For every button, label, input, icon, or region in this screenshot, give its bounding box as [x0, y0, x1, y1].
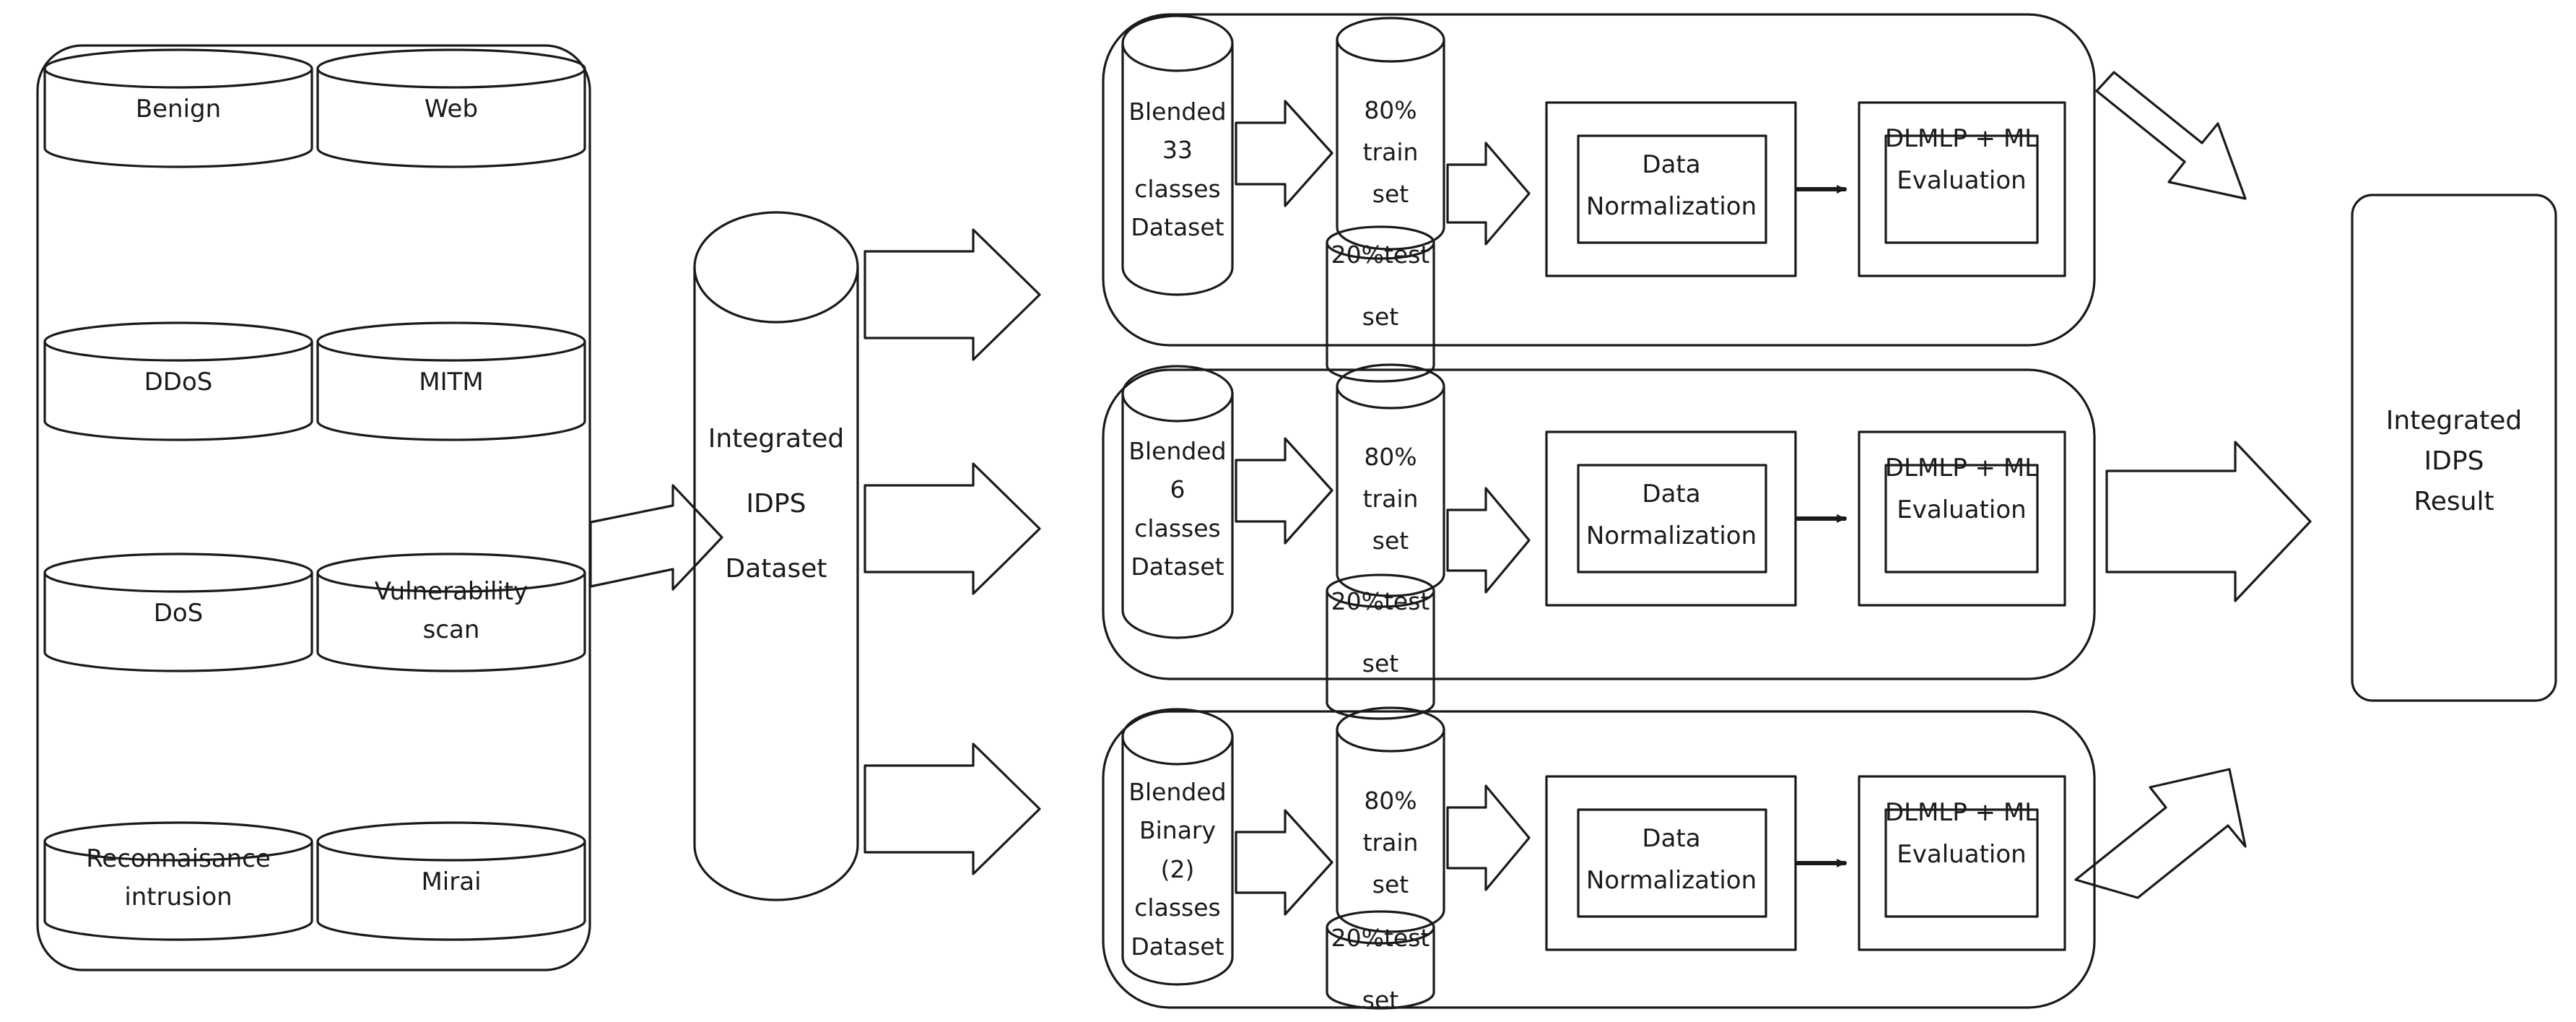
arrow-sources-to-integrated	[589, 484, 723, 591]
pipeline-2-merge-arrow	[1446, 487, 1531, 594]
source-cylinder-mitm	[316, 321, 586, 441]
pipeline-3-test-cylinder	[1326, 910, 1435, 1010]
pipeline-2-evaluation-box	[1858, 430, 2066, 607]
sources-panel-outline	[36, 44, 591, 971]
pipeline-1-merge-arrow	[1446, 142, 1531, 246]
source-cylinder-ddos	[43, 321, 313, 441]
pipeline-3-outline	[1102, 710, 2096, 1009]
arrow-integrated-to-pipeline-1	[863, 228, 1041, 361]
pipeline-1-dataset-cylinder	[1121, 14, 1234, 296]
source-cylinder-dos	[43, 553, 313, 672]
pipeline-3-normalization-box	[1545, 775, 1797, 951]
pipeline-1-split-arrow	[1235, 100, 1333, 207]
source-cylinder-vulnerability-scan	[316, 553, 586, 672]
pipeline-3-split-arrow	[1235, 809, 1333, 916]
arrow-pipeline3-to-result	[2074, 768, 2247, 899]
source-cylinder-reconnaisance-intrusion	[43, 821, 313, 941]
arrow-pipeline2-to-result	[2105, 441, 2312, 602]
pipeline-1-normalization-box	[1545, 101, 1797, 277]
pipeline-1-test-cylinder	[1326, 225, 1435, 383]
source-cylinder-mirai	[316, 821, 586, 941]
pipeline-1-outline	[1102, 13, 2096, 347]
pipeline-1-evaluation-box	[1858, 101, 2066, 277]
integrated-idps-result-box	[2351, 194, 2557, 702]
pipeline-2-split-arrow	[1235, 437, 1333, 545]
pipeline-2-train-cylinder	[1336, 363, 1445, 597]
integrated-idps-dataset-cylinder	[693, 211, 859, 901]
source-cylinder-benign	[43, 48, 313, 168]
pipeline-2-normalization-box	[1545, 430, 1797, 607]
pipeline-3-dataset-cylinder	[1121, 708, 1234, 986]
pipeline-3-merge-arrow	[1446, 784, 1531, 891]
arrow-integrated-to-pipeline-2	[863, 462, 1041, 595]
arrow-pipeline1-to-result	[2095, 71, 2247, 200]
pipeline-2-outline	[1102, 368, 2096, 680]
pipeline-2-dataset-cylinder	[1121, 365, 1234, 639]
arrow-integrated-to-pipeline-3	[863, 742, 1041, 875]
source-cylinder-web	[316, 48, 586, 168]
pipeline-3-train-cylinder	[1336, 706, 1445, 933]
pipeline-3-evaluation-box	[1858, 775, 2066, 951]
pipeline-1-train-cylinder	[1336, 17, 1445, 251]
